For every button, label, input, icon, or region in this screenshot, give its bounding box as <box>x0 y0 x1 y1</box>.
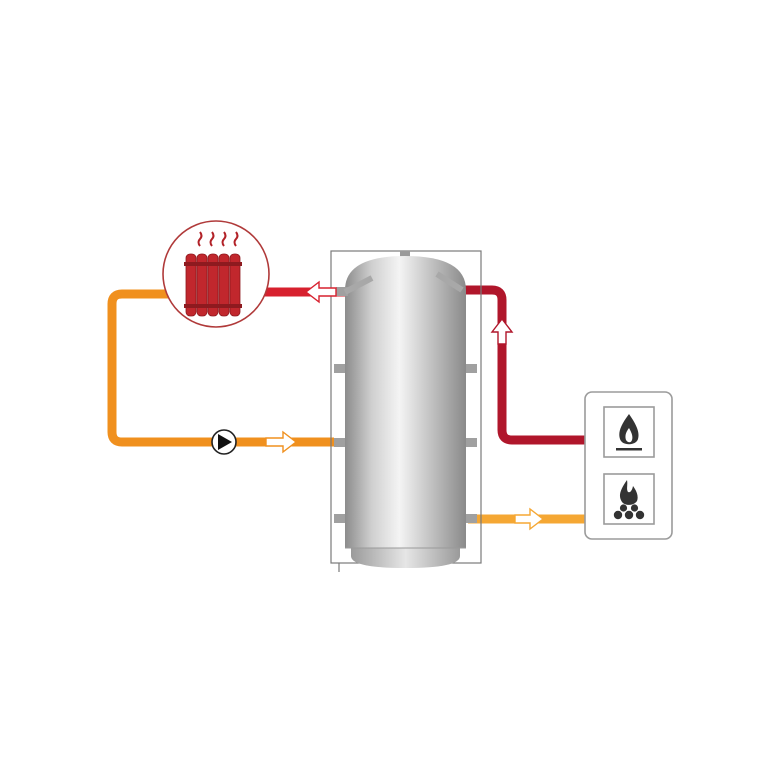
tank-inner-pipe-right <box>435 271 464 293</box>
buffer-tank <box>345 251 466 568</box>
return-pipe-left-loop <box>107 289 334 447</box>
tank-connectors <box>334 287 477 523</box>
boiler-unit <box>584 391 673 540</box>
radiator-badge <box>162 220 270 328</box>
pump-icon <box>211 429 237 455</box>
gas-flame-icon <box>616 414 642 451</box>
radiator-icon <box>184 231 242 317</box>
heat-waves-icon <box>197 231 239 247</box>
solid-fuel-icon <box>613 480 645 520</box>
tank-inner-pipe-left <box>343 275 374 295</box>
arrow-icon <box>265 280 545 531</box>
boiler-supply-pipe <box>462 285 585 445</box>
